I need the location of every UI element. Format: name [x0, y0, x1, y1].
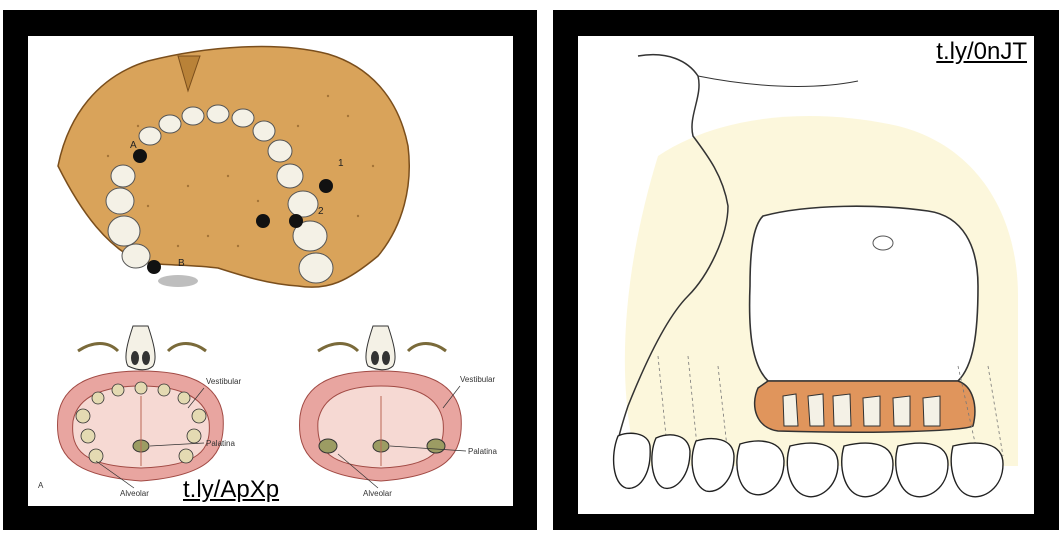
marker-2: 2 [318, 206, 324, 217]
label-palatina-right: Palatina [468, 447, 497, 456]
image-credit-left[interactable]: t.ly/ApXp [180, 476, 282, 504]
right-image: t.ly/0nJT [578, 36, 1034, 514]
label-alveolar-right: Alveolar [363, 489, 392, 498]
palate-diagram-left: A Vestibular Palatina Alveolar [38, 326, 241, 498]
palate-diagram-right: Vestibular Palatina Alveolar [300, 326, 498, 498]
marker-b: B [178, 258, 185, 269]
maxilla-illustration: A 1 2 B A [28, 36, 513, 506]
maxillary-sinus-illustration [578, 36, 1034, 514]
image-credit-right[interactable]: t.ly/0nJT [933, 38, 1030, 66]
left-image: A 1 2 B A [28, 36, 513, 506]
label-alveolar-left: Alveolar [120, 489, 149, 498]
label-palatina-left: Palatina [206, 439, 235, 448]
maxilla-bone [58, 47, 409, 288]
marker-a: A [130, 140, 137, 151]
maxillary-sinus [750, 206, 978, 381]
left-image-panel: A 1 2 B A [3, 10, 537, 530]
label-vestibular-left: Vestibular [206, 377, 241, 386]
diagram-label-a: A [38, 481, 44, 490]
marker-1: 1 [338, 158, 344, 169]
right-image-panel: t.ly/0nJT [553, 10, 1059, 530]
label-vestibular-right: Vestibular [460, 375, 495, 384]
